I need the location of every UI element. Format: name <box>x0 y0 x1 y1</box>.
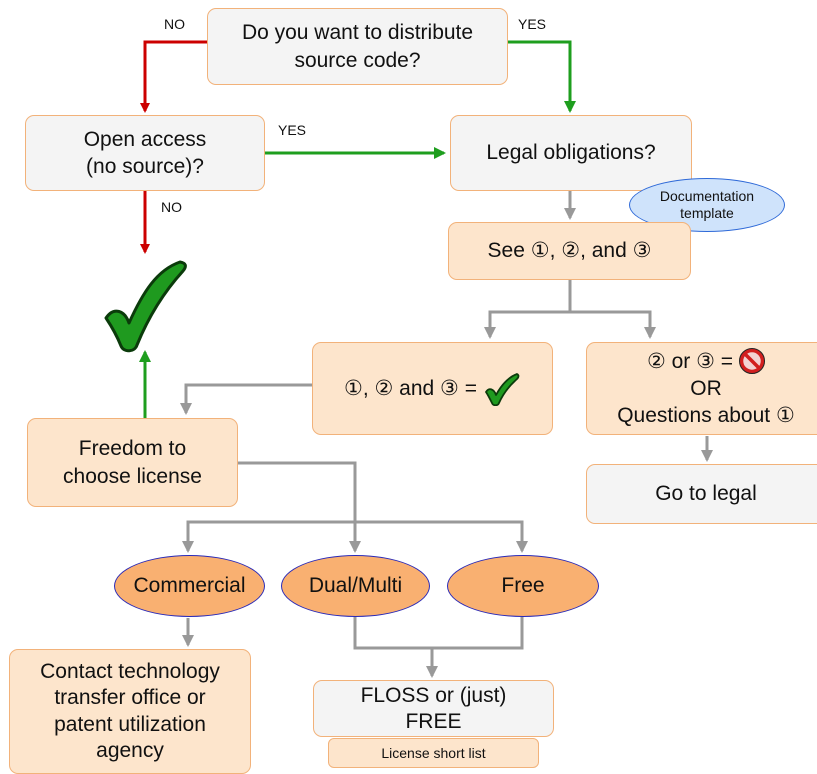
distribute-question-line-1: Do you want to distribute <box>241 21 474 45</box>
dual-multi-license-option: Dual/Multi <box>281 555 430 617</box>
commercial-license-option: Commercial <box>114 555 265 617</box>
distribute-source-question: Do you want to distribute source code? <box>207 8 508 85</box>
arrow-merge-free <box>432 617 524 650</box>
contact-transfer-office-box: Contact technology transfer office or pa… <box>9 649 251 774</box>
arrow-freedom-options <box>238 461 361 553</box>
requirements-ok-row: ①, ② and ③ = <box>344 372 521 406</box>
see-requirements-box: See ①, ②, and ③ <box>448 222 691 280</box>
floss-line-2: FREE <box>405 709 462 733</box>
floss-line-1: FLOSS or (just) <box>360 684 507 708</box>
open-access-question: Open access (no source)? <box>25 115 265 191</box>
contact-line-1: Contact technology <box>40 660 220 683</box>
doc-template-line-1: Documentation <box>659 188 755 205</box>
go-to-legal-label: Go to legal <box>655 482 757 506</box>
requirements-ok-label: ①, ② and ③ = <box>344 376 477 400</box>
doc-template-line-2: template <box>680 205 734 221</box>
freedom-line-2: choose license <box>63 464 202 488</box>
arrow-yes-top <box>508 40 576 113</box>
contact-line-4: agency <box>96 738 164 762</box>
arrow-no-top <box>140 40 207 113</box>
big-checkmark-icon <box>104 260 187 353</box>
legal-obligations-label: Legal obligations? <box>486 141 656 165</box>
arrow-merge-dual <box>353 617 438 678</box>
contact-line-3: patent utilization <box>54 712 206 736</box>
problem-row-1: ② or ③ = <box>646 348 766 375</box>
open-access-line-2: (no source)? <box>86 155 204 178</box>
small-checkmark-icon <box>485 372 520 406</box>
requirements-problem-box: ② or ③ = OR Questions about ① <box>586 342 817 435</box>
commercial-label: Commercial <box>133 574 246 597</box>
arrow-see-split-left <box>484 280 572 339</box>
requirements-ok-box: ①, ② and ③ = <box>312 342 553 435</box>
edge-label-no-mid: NO <box>161 199 182 215</box>
contact-line-2: transfer office or <box>54 686 206 710</box>
license-short-list-badge: License short list <box>328 738 539 768</box>
problem-line-1: ② or ③ = <box>646 349 734 373</box>
go-to-legal-box: Go to legal <box>586 464 817 524</box>
edge-label-yes-mid: YES <box>278 122 307 138</box>
edge-label-yes-top: YES <box>518 16 547 32</box>
arrow-options-commercial <box>182 520 355 553</box>
floss-free-box: FLOSS or (just) FREE <box>313 680 554 737</box>
arrow-ok-freedom <box>180 383 312 415</box>
distribute-question-line-2: source code? <box>294 48 421 72</box>
problem-line-2: OR <box>690 376 722 400</box>
dual-multi-label: Dual/Multi <box>308 574 403 597</box>
license-short-list-label: License short list <box>381 744 486 761</box>
open-access-line-1: Open access <box>83 127 207 151</box>
arrow-see-split-right <box>570 310 656 339</box>
free-label: Free <box>501 574 545 597</box>
legal-obligations-question: Legal obligations? <box>450 115 692 191</box>
edge-label-no-top: NO <box>164 16 185 32</box>
arrow-options-free <box>355 520 528 553</box>
free-license-option: Free <box>447 555 599 617</box>
problem-line-3: Questions about ① <box>617 404 795 428</box>
see-requirements-label: See ①, ②, and ③ <box>487 239 652 263</box>
freedom-choose-license-box: Freedom to choose license <box>27 418 238 507</box>
prohibited-icon <box>739 348 766 375</box>
freedom-line-1: Freedom to <box>78 437 187 461</box>
